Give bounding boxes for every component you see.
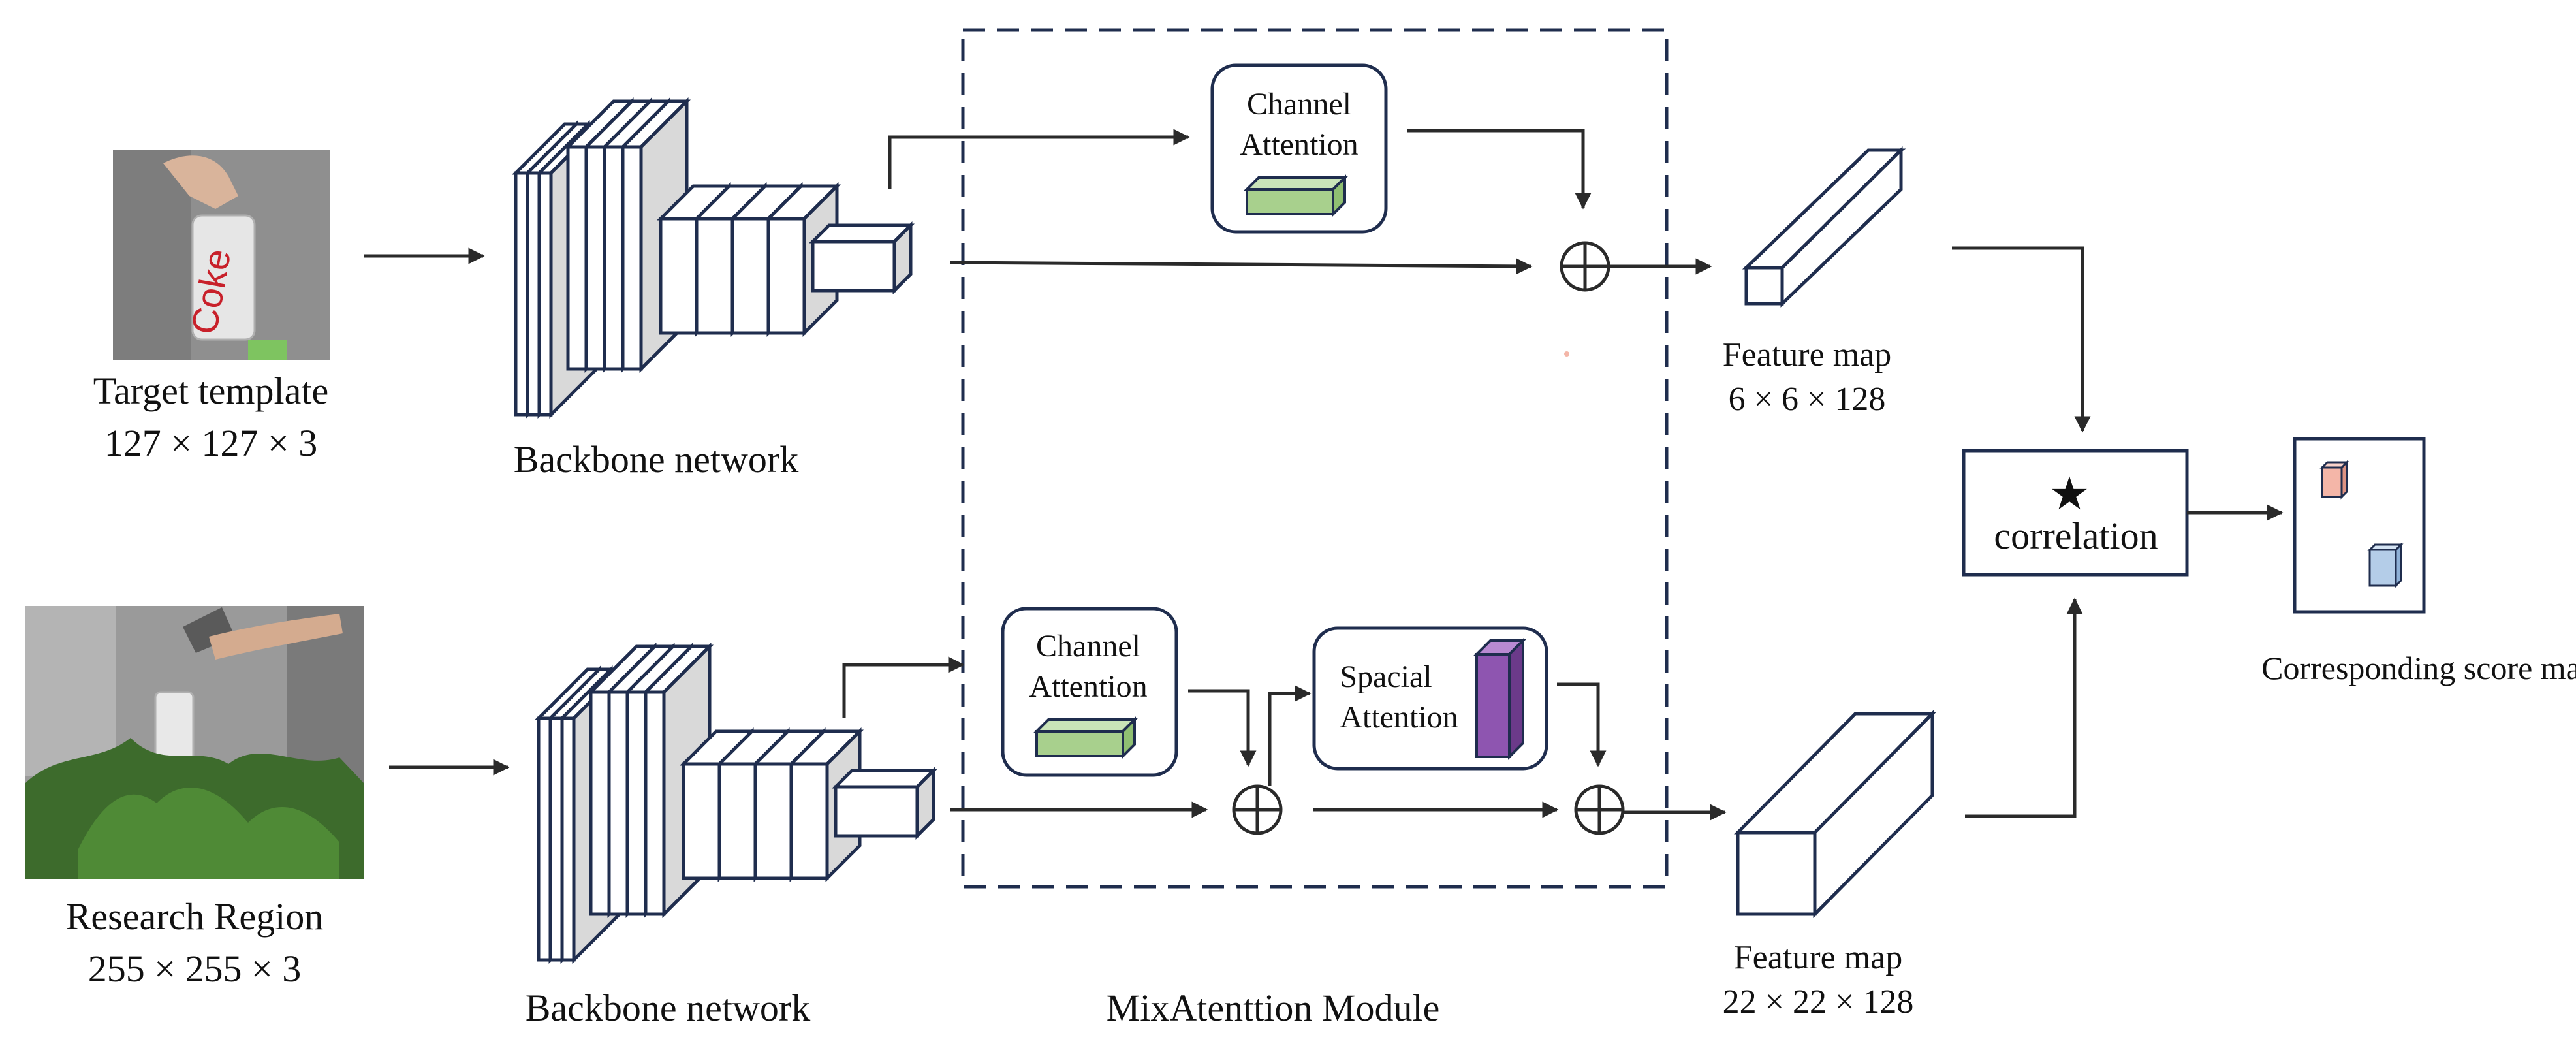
feature-map-top-dims: 6 × 6 × 128 — [1729, 381, 1886, 418]
arrow-bottom-to-channel-attention — [842, 656, 965, 718]
arrow-feature-bottom-to-correlation — [1965, 597, 2083, 818]
score-map-label: Corresponding score map — [2261, 650, 2576, 686]
channel-attention-bar-icon — [1033, 716, 1138, 759]
arrow-top-to-channel-attention — [888, 129, 1190, 189]
backbone-layer — [537, 716, 552, 962]
score-peak-pink — [2319, 460, 2349, 500]
backbone-layer — [537, 171, 553, 417]
backbone-layer — [682, 762, 721, 880]
backbone-layer — [811, 240, 896, 293]
backbone-layer — [566, 145, 588, 371]
spatial-attention-line2: Attention — [1340, 700, 1458, 735]
backbone-layer — [834, 785, 919, 838]
arrow-channel-attention-to-sum-bottom1 — [1188, 689, 1257, 767]
mixattention-module-boundary — [961, 28, 1669, 889]
search-region-image — [25, 606, 364, 879]
backbone-network-top — [511, 97, 915, 419]
correlation-block: ★ correlation — [1962, 449, 2189, 577]
backbone-layer — [730, 217, 770, 335]
plus-circle-icon — [1560, 241, 1610, 292]
arrow-backbone-top-to-sum — [949, 258, 1533, 275]
arrow-channel-attention-to-sum-top — [1407, 129, 1592, 210]
backbone-top-label: Backbone network — [514, 438, 798, 481]
backbone-layer — [625, 690, 648, 916]
spatial-attention-bar-icon — [1473, 637, 1526, 760]
feature-map-bottom — [1734, 709, 1936, 919]
channel-attention-bar-icon — [1244, 174, 1348, 217]
spatial-attention-line1: Spacial — [1340, 660, 1432, 694]
score-peak-blue — [2367, 542, 2404, 588]
backbone-layer — [753, 762, 793, 880]
backbone-layer — [659, 217, 699, 335]
backbone-layer — [589, 690, 611, 916]
mixattention-module-title: MixAtenttion Module — [1107, 987, 1440, 1029]
top-channel-attention-line1: Channel — [1247, 87, 1351, 121]
target-template-image: Coke — [113, 150, 330, 360]
bottom-channel-attention-line2: Attention — [1029, 669, 1147, 704]
arrow-feature-top-to-correlation — [1952, 246, 2091, 433]
backbone-bottom-label: Backbone network — [526, 987, 810, 1029]
bottom-channel-attention-block: Channel Attention — [1001, 607, 1178, 777]
backbone-layer — [560, 716, 576, 962]
search-region-dims: 255 × 255 × 3 — [88, 947, 301, 990]
backbone-layer — [695, 217, 734, 335]
feature-map-bottom-dims: 22 × 22 × 128 — [1723, 983, 1914, 1021]
backbone-layer — [514, 171, 529, 417]
backbone-layer — [766, 217, 806, 335]
target-template-dims: 127 × 127 × 3 — [104, 422, 317, 464]
backbone-network-bottom — [534, 642, 938, 964]
backbone-layer — [789, 762, 829, 880]
plus-circle-icon — [1574, 784, 1625, 835]
feature-map-bottom-label: Feature map — [1734, 939, 1902, 976]
backbone-layer — [526, 171, 541, 417]
target-template-label: Target template — [93, 370, 328, 412]
search-region-label: Research Region — [66, 895, 324, 938]
arrow-spatial-attention-to-sum-bottom2 — [1557, 682, 1607, 767]
feature-map-top-label: Feature map — [1723, 336, 1891, 374]
backbone-layer — [607, 690, 629, 916]
spatial-attention-block: Spacial Attention — [1312, 626, 1548, 771]
backbone-layer — [717, 762, 757, 880]
stray-dot — [1564, 351, 1569, 357]
star-icon: ★ — [2049, 467, 2090, 520]
bottom-channel-attention-line1: Channel — [1036, 629, 1140, 663]
backbone-layer — [621, 145, 643, 371]
feature-map-top — [1742, 146, 1906, 308]
arrow-sum1-to-spatial-attention — [1268, 685, 1312, 786]
top-channel-attention-line2: Attention — [1240, 127, 1358, 162]
top-channel-attention-block: Channel Attention — [1210, 63, 1388, 234]
backbone-layer — [603, 145, 625, 371]
backbone-layer — [584, 145, 606, 371]
backbone-layer — [548, 716, 564, 962]
score-map — [2293, 437, 2426, 614]
plus-circle-icon — [1232, 784, 1283, 835]
correlation-label: correlation — [1994, 515, 2158, 557]
backbone-layer — [644, 690, 666, 916]
